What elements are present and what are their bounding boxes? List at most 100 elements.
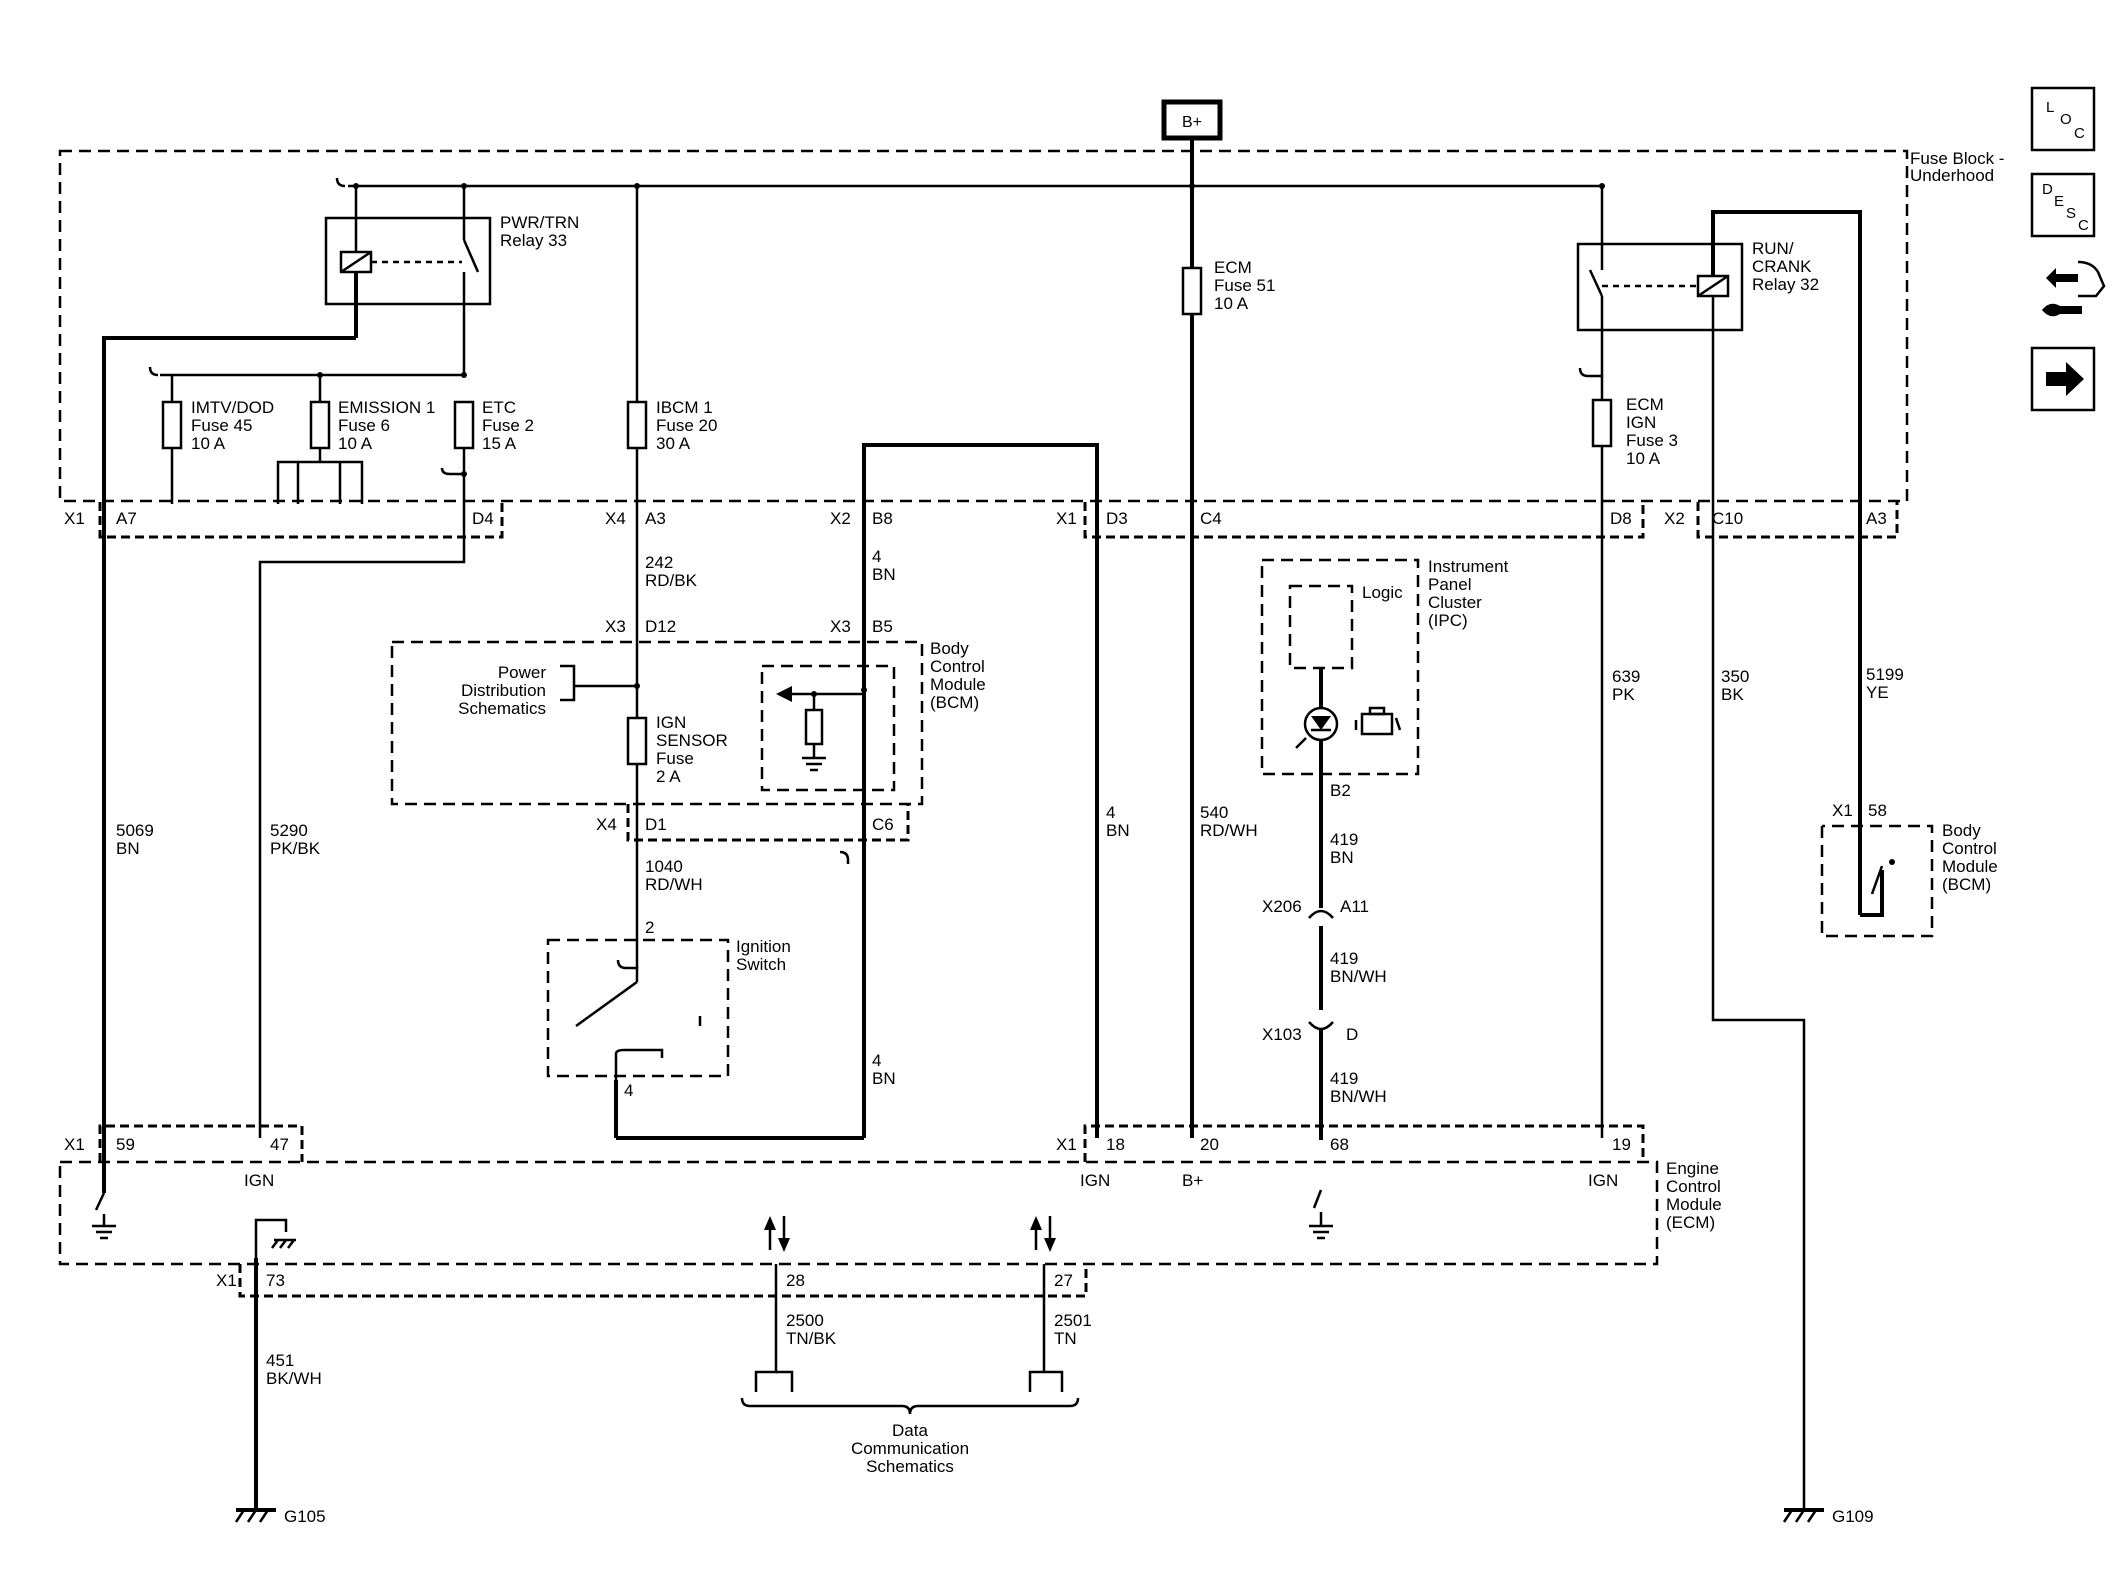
resistor-icon <box>804 708 824 746</box>
pwr-trn-relay-label-1: PWR/TRN <box>500 213 579 232</box>
fuse-block-title-1: Fuse Block - <box>1910 149 2004 168</box>
relay-coil-diagonal <box>340 250 372 274</box>
engine-icon <box>1354 706 1402 736</box>
ecm-ground-switch <box>94 1192 106 1211</box>
connector-arrow <box>2046 268 2078 288</box>
wrench-shape <box>2042 303 2082 317</box>
connector-label-x3-b5: X3 <box>830 617 851 636</box>
wire-2500-stub <box>776 1370 794 1392</box>
inline-connector-x206: X206 A11 <box>1262 897 1369 919</box>
wire-419a-color: BN <box>1330 848 1354 867</box>
bidirectional-arrow-icon <box>1030 1216 1056 1252</box>
wire-5199 <box>1711 210 1862 915</box>
pin-label-28: 28 <box>786 1271 805 1290</box>
chassis-ground-lead <box>254 1218 288 1258</box>
fuse-body <box>1181 266 1203 316</box>
engine-top <box>1368 706 1386 716</box>
ipc-label-1: Instrument <box>1428 557 1509 576</box>
instrument-panel-cluster: Logic Instrument Panel Cluster (IPC) <box>1260 557 1509 776</box>
ecm-connector-left <box>98 1124 304 1162</box>
fuse-ibcm-label-1: IBCM 1 <box>656 398 713 417</box>
ignition-switch-outline <box>546 938 730 1078</box>
ipc-outline <box>1260 558 1420 776</box>
ground-tick <box>1782 1509 1794 1523</box>
fuse-imtv-label-1: IMTV/DOD <box>191 398 274 417</box>
pin-name-bplus-20: B+ <box>1182 1171 1203 1190</box>
fuse-ecm-ign-label-3: Fuse 3 <box>1626 431 1678 450</box>
description-button-frame[interactable] <box>2030 172 2096 238</box>
wire-5069 <box>102 336 356 1193</box>
location-button-frame[interactable] <box>2030 86 2096 152</box>
fuse-emission-1: EMISSION 1 Fuse 6 10 A <box>276 375 435 504</box>
desc-letter-c: C <box>2078 217 2089 234</box>
ecm-ign-jumper <box>1578 367 1602 378</box>
ipc-logic-box <box>1288 584 1354 670</box>
pwr-trn-relay-box <box>324 216 492 306</box>
run-crank-relay: RUN/ CRANK Relay 32 <box>1576 186 1862 1510</box>
arrow-head-up <box>1030 1216 1042 1230</box>
connector-label-x103: X103 <box>1262 1025 1302 1044</box>
pwr-trn-relay: PWR/TRN Relay 33 <box>324 186 579 375</box>
fuse-ecm-ign-label-1: ECM <box>1626 395 1664 414</box>
pin-label-b5: B5 <box>872 617 893 636</box>
wire-419a-num: 419 <box>1330 830 1358 849</box>
power-dist-label-3: Schematics <box>458 699 546 718</box>
bus-jumper-left <box>335 177 346 188</box>
connector-label-x1: X1 <box>64 509 85 528</box>
fuse-emission-split <box>276 460 364 504</box>
x103-cup <box>1308 1021 1334 1031</box>
relay-contact <box>462 239 480 273</box>
desc-letter-e: E <box>2054 193 2064 210</box>
wire-419c-num: 419 <box>1330 1069 1358 1088</box>
wire-4a-color: BN <box>872 565 896 584</box>
ign-sensor-label-1: IGN <box>656 713 686 732</box>
fuse-emission-label-3: 10 A <box>338 434 373 453</box>
bcm-label-2: Control <box>930 657 985 676</box>
bcm-right-label-2: Control <box>1942 839 1997 858</box>
wire-4b-color: BN <box>872 1069 896 1088</box>
location-button[interactable]: L O C <box>2030 86 2096 152</box>
run-crank-label-1: RUN/ <box>1752 239 1794 258</box>
pin-name-ign-18: IGN <box>1080 1171 1110 1190</box>
ipc-label-3: Cluster <box>1428 593 1482 612</box>
fuse-body <box>309 400 331 450</box>
fuse-ecm-51: ECM Fuse 51 10 A <box>1181 186 1275 316</box>
pin-label-19: 19 <box>1612 1135 1631 1154</box>
fuse-etc-label-3: 15 A <box>482 434 517 453</box>
wire-2501 <box>1028 1264 1046 1392</box>
wire-639-num: 639 <box>1612 667 1640 686</box>
wire-5199-end <box>1860 870 1884 917</box>
ground-icon <box>92 1214 116 1240</box>
fuse-imtv-dod: IMTV/DOD Fuse 45 10 A <box>161 375 274 504</box>
diagnostic-connector-icon[interactable] <box>2042 260 2106 317</box>
ecm-ipc-driver <box>1312 1189 1323 1209</box>
ground-g105-icon <box>234 1508 276 1523</box>
connector-label-x1-18: X1 <box>1056 1135 1077 1154</box>
fuse-imtv-label-3: 10 A <box>191 434 226 453</box>
next-page-button[interactable] <box>2030 346 2096 412</box>
ignition-contact <box>575 980 638 1028</box>
bcm-right-label-3: Module <box>1942 857 1998 876</box>
fuse-ibcm-label-2: Fuse 20 <box>656 416 717 435</box>
bcm-label-4: (BCM) <box>930 693 979 712</box>
connector-hood <box>2077 260 2106 298</box>
body-control-module-center: X3 D12 X3 B5 Body Control Module (BCM) P… <box>390 617 986 806</box>
fuse-ibcm-1: IBCM 1 Fuse 20 30 A <box>626 186 717 453</box>
fuse-block-title-2: Underhood <box>1910 166 1994 185</box>
loc-letter-l: L <box>2046 99 2054 116</box>
wire-1040-num: 1040 <box>645 857 683 876</box>
bcm-right-switch <box>1870 865 1884 895</box>
ground-icon <box>1309 1212 1333 1240</box>
fuse-body <box>1591 398 1613 448</box>
pin-label-d3: D3 <box>1106 509 1128 528</box>
ecm-label-3: Module <box>1666 1195 1722 1214</box>
engine-side <box>1394 717 1402 731</box>
led-ray <box>1295 737 1307 749</box>
bcm-right-outline <box>1820 824 1934 938</box>
description-button[interactable]: D E S C <box>2030 172 2096 238</box>
pin-label-d: D <box>1346 1025 1358 1044</box>
ign-sensor-label-3: Fuse <box>656 749 694 768</box>
pin-label-58: 58 <box>1868 801 1887 820</box>
fuse-etc-label-2: Fuse 2 <box>482 416 534 435</box>
connector-label-x2-b8: X2 <box>830 509 851 528</box>
